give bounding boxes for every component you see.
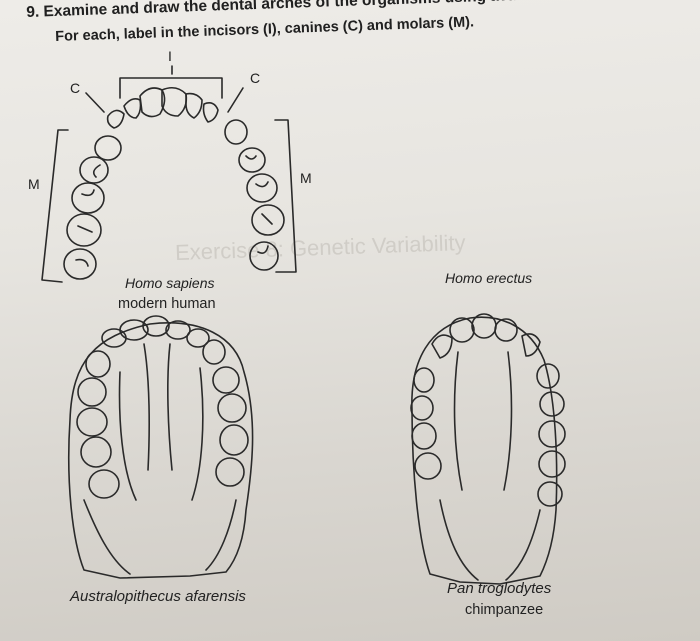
- caption-chimpanzee: chimpanzee: [465, 602, 544, 618]
- molar-label-left: M: [28, 176, 40, 192]
- caption-modern-human: modern human: [118, 296, 216, 312]
- caption-homo-sapiens: Homo sapiens: [125, 275, 215, 291]
- australopithecus-arch: [67, 315, 254, 579]
- caption-pan-troglodytes: Pan troglodytes: [447, 580, 552, 597]
- canine-label-left: C: [70, 80, 81, 96]
- pan-troglodytes-arch: [410, 313, 566, 585]
- caption-australopithecus: Australopithecus afarensis: [70, 588, 246, 605]
- homo-sapiens-arch: [41, 65, 297, 283]
- canine-label-right: C: [250, 70, 261, 86]
- incisor-label: I: [168, 48, 172, 64]
- caption-homo-erectus: Homo erectus: [445, 270, 533, 286]
- molar-label-right: M: [300, 170, 312, 186]
